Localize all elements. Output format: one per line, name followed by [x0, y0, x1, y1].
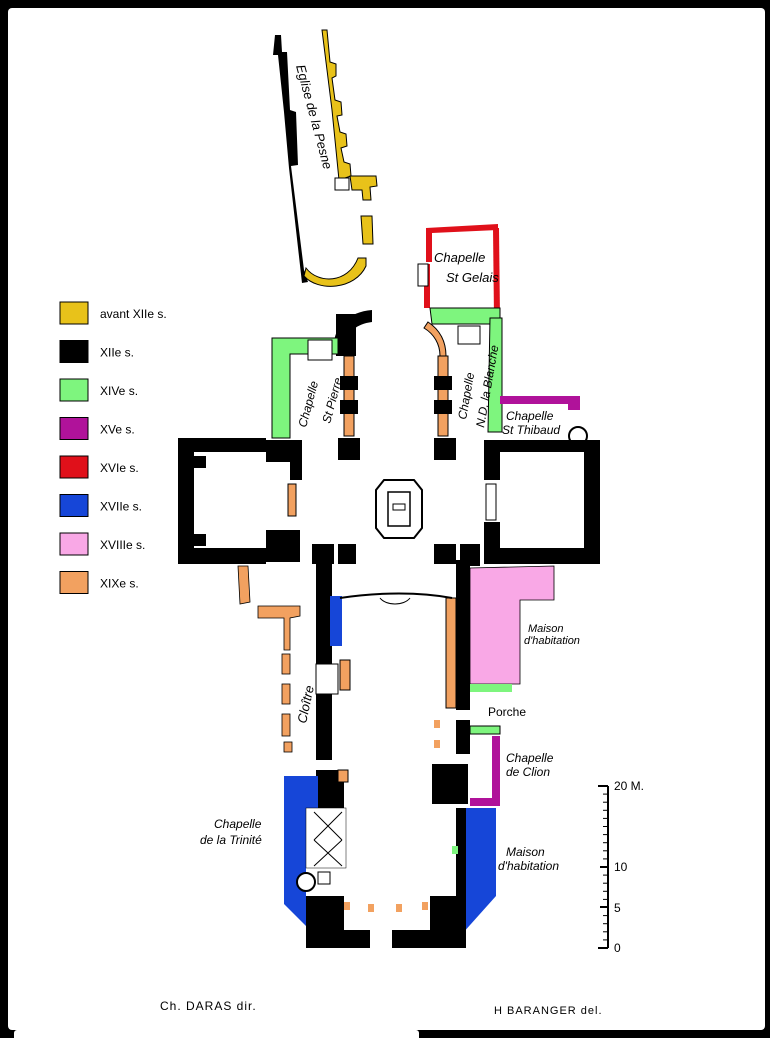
label-clion-1: Chapelle [506, 751, 554, 765]
legend-label-avant_xii: avant XIIe s. [100, 307, 167, 321]
pesne-apse [303, 257, 367, 287]
bottom-strip [14, 1030, 419, 1038]
legend-label-xii: XIIe s. [100, 346, 134, 360]
cloitre-walls [237, 565, 301, 753]
legend-swatch-xii [59, 340, 89, 363]
legend-swatch-avant_xii [59, 301, 89, 325]
scale-tick-5: 5 [614, 901, 621, 915]
label-maison-1: Maison [528, 623, 563, 635]
credit-right: H BARANGER del. [494, 1005, 603, 1017]
label-nd-blanche-1: Chapelle [455, 371, 477, 420]
maison-habitation-pink [469, 565, 555, 692]
label-porche: Porche [488, 705, 526, 719]
label-st-gelais-2: St Gelais [446, 270, 499, 285]
label-st-gelais-1: Chapelle [434, 250, 485, 265]
legend-label-xvii: XVIIe s. [100, 500, 142, 514]
label-st-thibaud-1: Chapelle [506, 409, 554, 423]
legend-swatch-xviii [59, 532, 89, 556]
legend-label-xvi: XVIe s. [100, 461, 139, 475]
transept [178, 438, 600, 566]
pesne-black-wall [273, 35, 308, 283]
legend-swatch-xvii [59, 494, 89, 517]
label-maison-2b: d'habitation [498, 859, 559, 873]
chapelle-de-clion-walls [470, 736, 500, 806]
label-st-thibaud-2: St Thibaud [502, 423, 560, 437]
chapelle-st-gelais-walls [417, 224, 500, 318]
legend-swatch-xix [59, 571, 89, 594]
pesne-stair [334, 177, 350, 191]
pesne-yellow-porch [349, 175, 378, 201]
maison-habitation-blue [452, 808, 496, 934]
porche-walls [469, 725, 501, 735]
chapelle-st-pierre-walls [271, 337, 339, 439]
legend: avant XIIe s. XIIe s. XIVe s. XVe s. XVIe s.… [59, 301, 167, 594]
legend-label-xiv: XIVe s. [100, 384, 138, 398]
scale-tick-10: 10 [614, 860, 628, 874]
legend-label-xv: XVe s. [100, 423, 135, 437]
label-cloitre: Cloître [294, 684, 317, 725]
legend-swatch-xv [59, 417, 89, 440]
pesne-yellow-pier [360, 215, 374, 245]
label-trinite-2: de la Trinité [200, 833, 262, 847]
label-maison-1b: d'habitation [524, 635, 580, 647]
chapelle-de-la-trinite-walls [284, 776, 347, 926]
label-st-pierre-1: Chapelle [295, 379, 321, 429]
choir [334, 307, 501, 460]
west-facade [306, 896, 466, 948]
legend-label-xviii: XVIIIe s. [100, 538, 145, 552]
label-trinite-1: Chapelle [214, 817, 262, 831]
credit-left: Ch. DARAS dir. [160, 999, 257, 1013]
label-maison-2: Maison [506, 845, 545, 859]
label-clion-2: de Clion [506, 765, 550, 779]
scale-tick-20: 20 M. [614, 779, 644, 793]
scale-tick-0: 0 [614, 941, 621, 955]
chapelle-nd-blanche-walls [487, 317, 503, 433]
eglise-de-la-pesne [273, 29, 378, 287]
nave [315, 560, 470, 810]
scale-bar: 20 M. 10 5 0 [598, 779, 644, 955]
legend-label-xix: XIXe s. [100, 577, 139, 591]
legend-swatch-xiv [59, 378, 89, 402]
legend-swatch-xvi [59, 455, 89, 479]
